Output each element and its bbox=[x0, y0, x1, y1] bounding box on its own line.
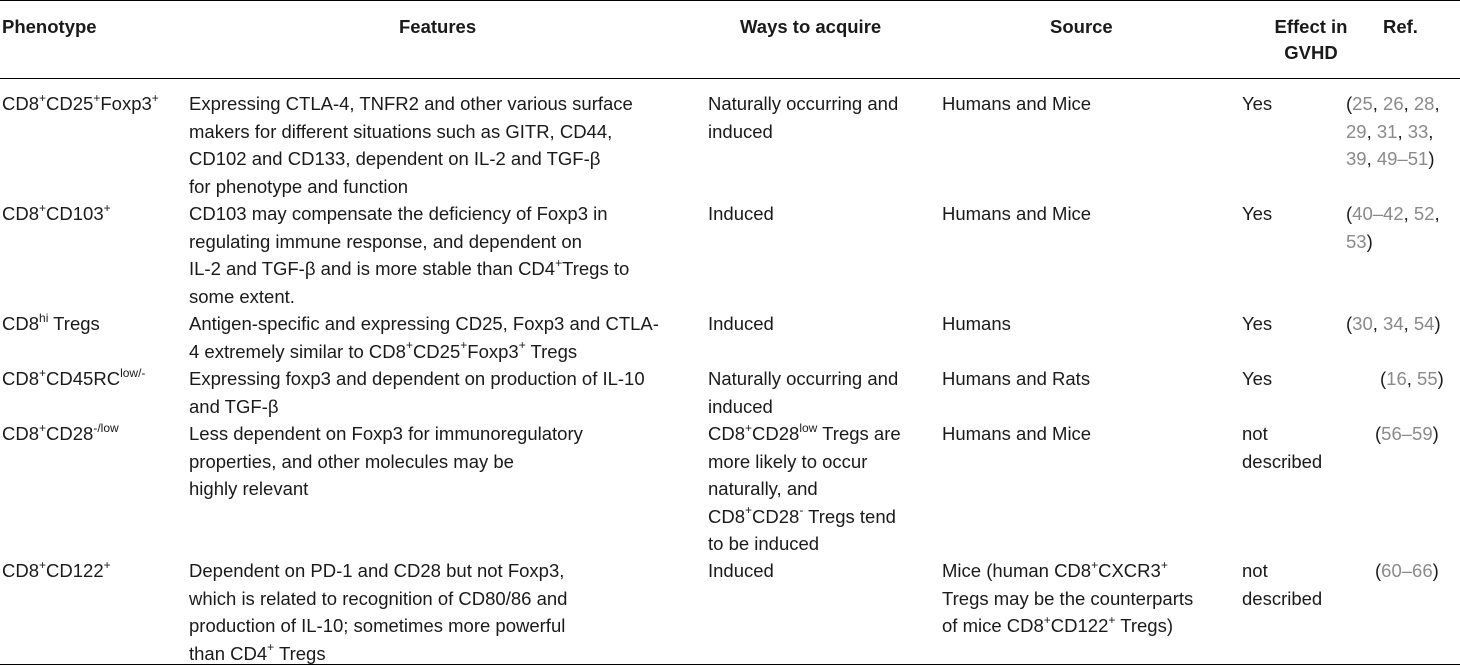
ways-cell: CD8+CD28low Tregs are more likely to occ… bbox=[708, 420, 901, 554]
ref-link[interactable]: (56–59) bbox=[1375, 423, 1439, 444]
phenotype-cell: CD8+CD45RClow/- bbox=[2, 365, 146, 389]
ways-cell: Induced bbox=[708, 313, 774, 334]
effect-cell: not described bbox=[1242, 560, 1323, 609]
ref-link[interactable]: (25, 26, 28, bbox=[1346, 93, 1440, 114]
header-features: Features bbox=[399, 16, 477, 37]
ref-link[interactable]: 53) bbox=[1346, 230, 1373, 252]
effect-cell: Yes bbox=[1242, 313, 1273, 334]
features-cell: Less dependent on Foxp3 for immunoregula… bbox=[189, 423, 583, 499]
ref-cell: (56–59) bbox=[1375, 420, 1439, 448]
ref-cell: (40–42, 52, 53) bbox=[1346, 200, 1440, 255]
header-ways-to-acquire: Ways to acquire bbox=[740, 16, 882, 37]
header-divider bbox=[0, 78, 1460, 79]
ways-cell: Naturally occurring and induced bbox=[708, 93, 899, 142]
phenotype-cell: CD8+CD25+Foxp3+ bbox=[2, 90, 159, 114]
features-cell: Expressing CTLA-4, TNFR2 and other vario… bbox=[189, 93, 633, 197]
header-source: Source bbox=[1050, 16, 1113, 37]
ways-cell: Naturally occurring and induced bbox=[708, 368, 899, 417]
source-cell: Humans and Mice bbox=[942, 93, 1092, 114]
ref-cell: (30, 34, 54) bbox=[1346, 310, 1441, 338]
features-cell: CD103 may compensate the deficiency of F… bbox=[189, 203, 630, 307]
ref-link[interactable]: (60–66) bbox=[1375, 560, 1439, 581]
source-cell: Humans and Rats bbox=[942, 368, 1091, 389]
ref-link[interactable]: 29, 31, 33, bbox=[1346, 120, 1434, 142]
header-effect-in-gvhd: Effect in GVHD bbox=[1274, 16, 1348, 63]
source-cell: Mice (human CD8+CXCR3+ Tregs may be the … bbox=[942, 557, 1194, 636]
phenotype-cell: CD8+CD28-/low bbox=[2, 420, 119, 444]
ref-link[interactable]: (30, 34, 54) bbox=[1346, 313, 1441, 334]
features-cell: Antigen-specific and expressing CD25, Fo… bbox=[189, 313, 659, 362]
phenotype-cell: CD8hi Tregs bbox=[2, 310, 100, 334]
phenotype-cell: CD8+CD103+ bbox=[2, 200, 111, 224]
source-cell: Humans bbox=[942, 313, 1011, 334]
effect-cell: Yes bbox=[1242, 93, 1273, 114]
header-phenotype: Phenotype bbox=[2, 16, 97, 37]
effect-cell: Yes bbox=[1242, 203, 1273, 224]
effect-cell: Yes bbox=[1242, 368, 1273, 389]
ref-cell: (25, 26, 28, 29, 31, 33, 39, 49–51) bbox=[1346, 90, 1440, 173]
table-top-rule bbox=[0, 0, 1460, 1]
ref-link[interactable]: 39, 49–51) bbox=[1346, 148, 1435, 169]
features-cell: Dependent on PD-1 and CD28 but not Foxp3… bbox=[189, 560, 568, 664]
phenotype-cell: CD8+CD122+ bbox=[2, 557, 111, 581]
ways-cell: Induced bbox=[708, 203, 774, 224]
header-ref: Ref. bbox=[1383, 16, 1418, 37]
ref-cell: (60–66) bbox=[1375, 557, 1439, 585]
ref-link[interactable]: (16, 55) bbox=[1380, 368, 1444, 389]
ref-link[interactable]: (40–42, 52, bbox=[1346, 203, 1440, 224]
ref-cell: (16, 55) bbox=[1380, 365, 1444, 393]
effect-cell: not described bbox=[1242, 423, 1323, 472]
ways-cell: Induced bbox=[708, 560, 774, 581]
source-cell: Humans and Mice bbox=[942, 203, 1092, 224]
source-cell: Humans and Mice bbox=[942, 423, 1092, 444]
features-cell: Expressing foxp3 and dependent on produc… bbox=[189, 368, 645, 417]
